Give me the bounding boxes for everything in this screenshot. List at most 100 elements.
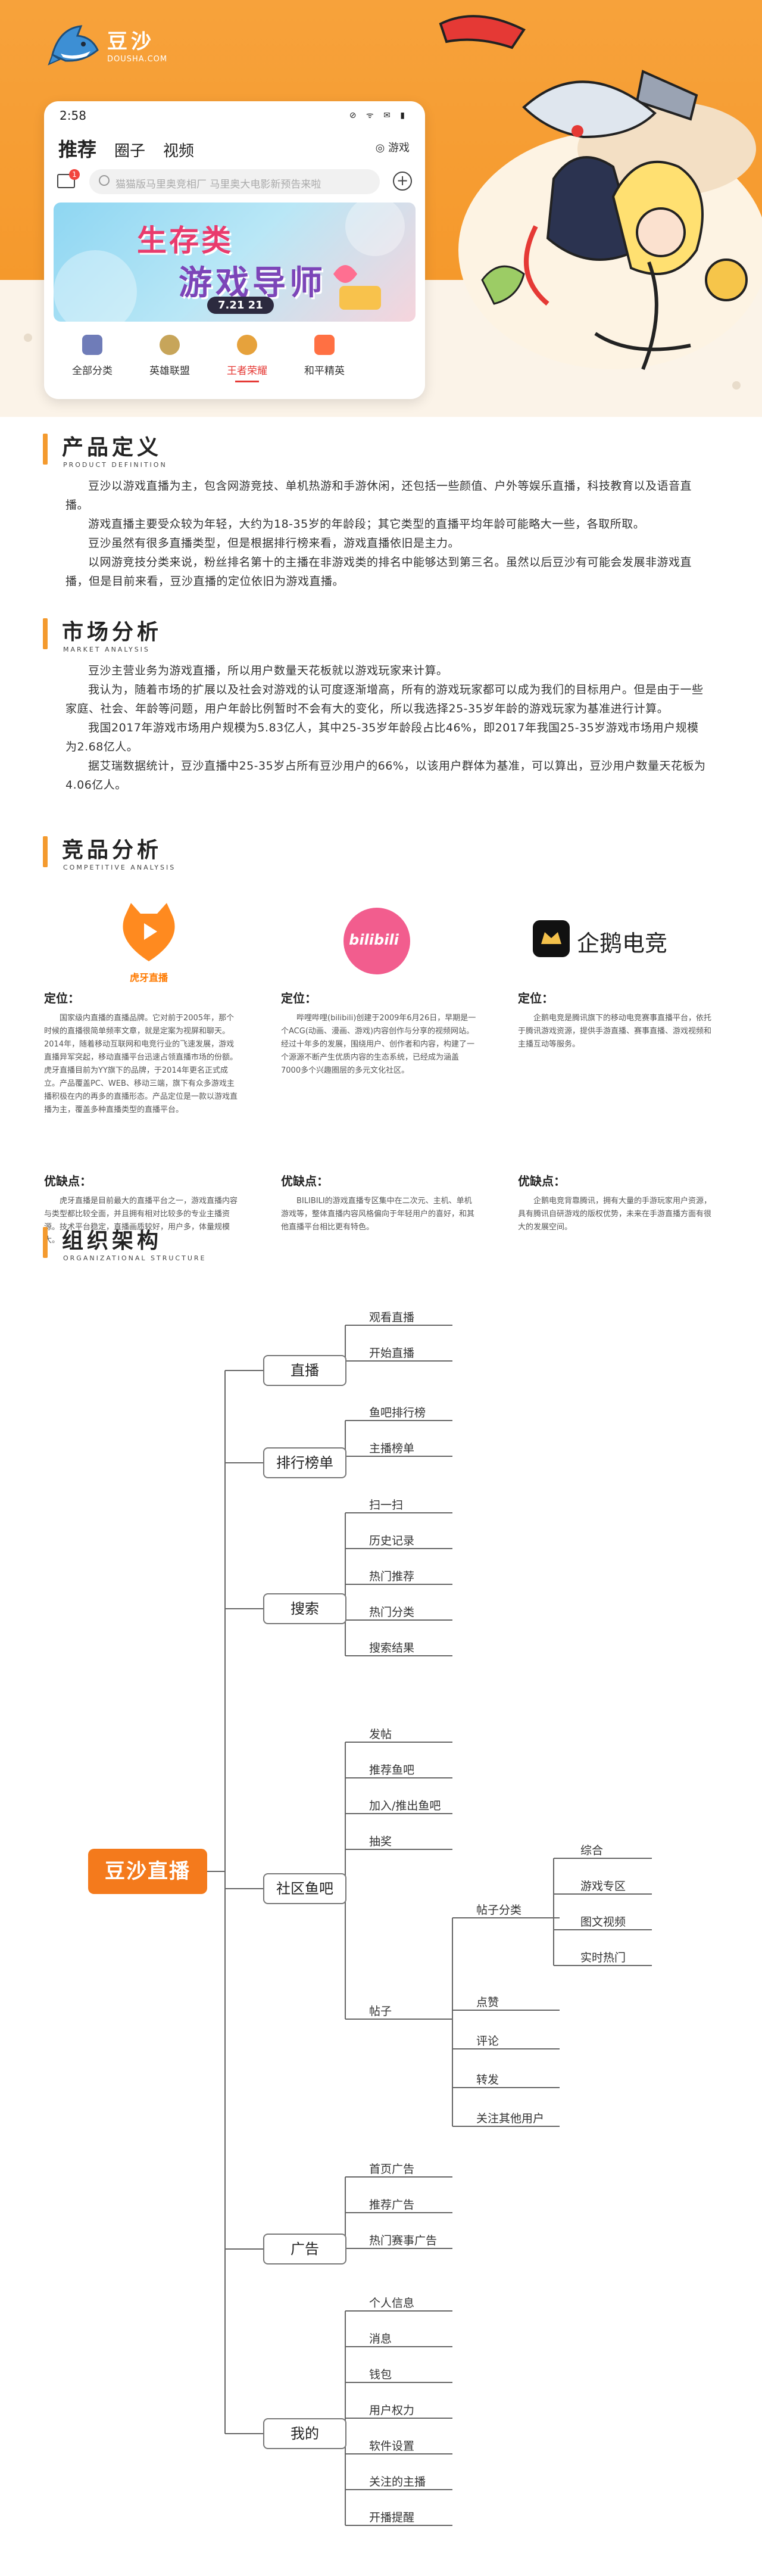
org-item-3-3: 抽奖 <box>369 1835 392 1848</box>
positioning-text: 企鹅电竞是腾讯旗下的移动电竞赛事直播平台，依托于腾讯游戏资源，提供手游直播、赛事… <box>518 1014 712 1049</box>
org-post-item-2: 评论 <box>476 2035 499 2048</box>
org-root: 豆沙直播 <box>88 1849 207 1894</box>
section-subtitle: COMPETITIVE ANALYSIS <box>63 864 176 871</box>
org-item-5-1: 消息 <box>369 2332 392 2346</box>
brand-name: 豆沙 <box>107 30 155 54</box>
paragraph: 游戏直播主要受众较为年轻，大约为18-35岁的年龄段；其它类型的直播平均年龄可能… <box>88 518 645 531</box>
org-item-0-0: 观看直播 <box>369 1311 415 1324</box>
org-item-4-1: 推荐广告 <box>369 2198 415 2211</box>
org-post-item-1: 点赞 <box>476 1996 499 2009</box>
org-item-4-2: 热门赛事广告 <box>369 2234 438 2247</box>
pros-cons-label: 优缺点： <box>44 1174 92 1188</box>
positioning-label: 定位： <box>281 991 317 1005</box>
honor-of-kings-icon <box>237 335 257 355</box>
paragraph: 豆沙主营业务为游戏直播，所以用户数量天花板就以游戏玩家来计算。 <box>88 664 448 677</box>
grid-icon <box>82 335 102 355</box>
org-item-5-0: 个人信息 <box>369 2297 415 2310</box>
shark-logo-icon <box>48 25 99 66</box>
brand-url: DOUSHA.COM <box>107 55 168 64</box>
tab-recommend[interactable]: 推荐 <box>58 138 97 161</box>
bilibili-logo-text: bilibili <box>349 932 399 948</box>
org-group-3: 社区鱼吧 <box>263 1873 346 1904</box>
huya-icon <box>123 903 175 961</box>
pros-cons-label: 优缺点： <box>518 1174 566 1188</box>
org-post-type-1: 游戏专区 <box>580 1880 626 1893</box>
search-row: 1 猫猫版马里奥竞相厂 马里奥大电影新预告来啦 + <box>54 168 416 195</box>
org-post-item-4: 关注其他用户 <box>476 2112 545 2125</box>
competitor-penguin-esports: 定位： 企鹅电竞是腾讯旗下的移动电竞赛事直播平台，依托于腾讯游戏资源，提供手游直… <box>518 989 714 1234</box>
section-accent-bar <box>43 618 48 649</box>
paragraph: 以网游竞技分类来说，粉丝排名第十的主播在非游戏类的排名中能够达到第三名。虽然以后… <box>65 556 692 588</box>
org-item-2-1: 历史记录 <box>369 1534 415 1547</box>
positioning-text: 国家级内直播的直播品牌。它对前于2005年，那个时候的直播很简单频率文章，就是定… <box>44 1014 238 1114</box>
org-item-5-4: 软件设置 <box>369 2440 415 2453</box>
huya-logo-text: 虎牙直播 <box>129 972 168 983</box>
add-button[interactable]: + <box>393 172 412 191</box>
section-accent-bar <box>43 836 48 867</box>
mail-icon[interactable] <box>57 174 75 188</box>
paragraph: 我国2017年游戏市场用户规模为5.83亿人，其中25-35岁年龄段占比46%，… <box>65 721 699 753</box>
org-group-2: 搜索 <box>263 1593 346 1624</box>
category-honor-of-kings[interactable]: 王者荣耀 <box>208 335 286 382</box>
competitor-huya: 定位： 国家级内直播的直播品牌。它对前于2005年，那个时候的直播很简单频率文章… <box>44 989 241 1247</box>
org-item-4-0: 首页广告 <box>369 2163 415 2176</box>
section-title: 组织架构 <box>62 1229 163 1253</box>
game-button[interactable]: ◎ 游戏 <box>375 142 410 154</box>
tab-video[interactable]: 视频 <box>163 142 195 160</box>
org-group-5: 我的 <box>263 2418 346 2449</box>
section-subtitle: PRODUCT DEFINITION <box>63 461 167 469</box>
mail-badge: 1 <box>69 169 80 180</box>
org-item-2-0: 扫一扫 <box>369 1499 404 1512</box>
banner-decoration <box>54 203 405 322</box>
huya-logo: 虎牙直播 <box>107 899 190 984</box>
section-product-definition: 产品定义 PRODUCT DEFINITION <box>43 430 400 478</box>
org-item-3-1: 推荐鱼吧 <box>369 1764 415 1777</box>
penguin-esports-icon <box>533 920 570 957</box>
org-group-1: 排行榜单 <box>263 1447 346 1478</box>
banner-subtitle: 游戏导师 <box>179 264 326 303</box>
positioning-text: 哔哩哔哩(bilibili)创建于2009年6月26日，早期是一个ACG(动画、… <box>281 1014 476 1075</box>
banner-date: 7.21 21 <box>207 297 274 314</box>
product-definition-text: 豆沙以游戏直播为主，包含网游竞技、单机热游和手游休闲，还包括一些颜值、户外等娱乐… <box>65 476 708 591</box>
org-post-type-2: 图文视频 <box>580 1915 626 1929</box>
pros-cons-text: 虎牙直播是目前最大的直播平台之一，游戏直播内容与类型都比较全面，并且拥有相对比较… <box>44 1197 238 1245</box>
status-time: 2:58 <box>60 108 86 123</box>
section-subtitle: MARKET ANALYSIS <box>63 646 150 653</box>
org-item-1-1: 主播榜单 <box>369 1442 415 1455</box>
tab-circle[interactable]: 圈子 <box>114 142 146 160</box>
category-pubg[interactable]: 和平精英 <box>286 335 363 382</box>
org-chart-lines <box>207 1325 652 2526</box>
org-post-type-0: 综合 <box>580 1844 604 1857</box>
search-input[interactable]: 猫猫版马里奥竞相厂 马里奥大电影新预告来啦 <box>89 169 380 194</box>
top-nav: 推荐 圈子 视频 <box>58 135 194 162</box>
category-lol[interactable]: 英雄联盟 <box>131 335 208 382</box>
search-placeholder: 猫猫版马里奥竞相厂 马里奥大电影新预告来啦 <box>115 179 321 191</box>
pros-cons-text: 企鹅电竞背靠腾讯，拥有大量的手游玩家用户资源，具有腾讯自研游戏的版权优势，未来在… <box>518 1197 712 1232</box>
org-item-3-0: 发帖 <box>369 1728 392 1741</box>
org-post-type-3: 实时热门 <box>580 1951 626 1964</box>
category-row: 全部分类 英雄联盟 王者荣耀 和平精英 <box>54 335 416 382</box>
phone-mockup: 2:58 ⊘ ᯤ ✉ ▮ 推荐 圈子 视频 ◎ 游戏 1 猫猫版马里奥竞相厂 马… <box>44 101 425 399</box>
hero-header: 豆沙 DOUSHA.COM 2:58 ⊘ ᯤ ✉ ▮ 推荐 圈子 视频 ◎ 游戏… <box>0 0 762 417</box>
org-item-5-6: 开播提醒 <box>369 2511 415 2524</box>
org-item-2-2: 热门推荐 <box>369 1570 415 1583</box>
section-title: 市场分析 <box>62 620 163 644</box>
section-accent-bar <box>43 1227 48 1258</box>
section-competitive-analysis: 竞品分析 COMPETITIVE ANALYSIS <box>43 833 400 880</box>
pros-cons-text: BILIBILI的游戏直播专区集中在二次元、主机、单机游戏等，整体直播内容风格偏… <box>281 1197 475 1232</box>
section-subtitle: ORGANIZATIONAL STRUCTURE <box>63 1254 207 1262</box>
positioning-label: 定位： <box>44 991 80 1005</box>
mascot-illustration <box>439 15 762 370</box>
org-group-0: 直播 <box>263 1355 346 1386</box>
promo-banner[interactable]: 生存类 游戏导师 7.21 21 <box>54 203 416 322</box>
org-item-2-3: 热门分类 <box>369 1606 415 1619</box>
paragraph: 豆沙虽然有很多直播类型，但是根据排行榜来看，游戏直播依旧是主力。 <box>88 537 460 550</box>
section-org-structure: 组织架构 ORGANIZATIONAL STRUCTURE <box>43 1223 400 1271</box>
org-post-item-0: 帖子分类 <box>476 1904 522 1917</box>
section-market-analysis: 市场分析 MARKET ANALYSIS <box>43 615 400 662</box>
category-all[interactable]: 全部分类 <box>54 335 131 382</box>
org-item-1-0: 鱼吧排行榜 <box>369 1406 426 1419</box>
paragraph: 豆沙以游戏直播为主，包含网游竞技、单机热游和手游休闲，还包括一些颜值、户外等娱乐… <box>65 479 692 512</box>
section-title: 竞品分析 <box>62 838 163 862</box>
lol-icon <box>160 335 180 355</box>
